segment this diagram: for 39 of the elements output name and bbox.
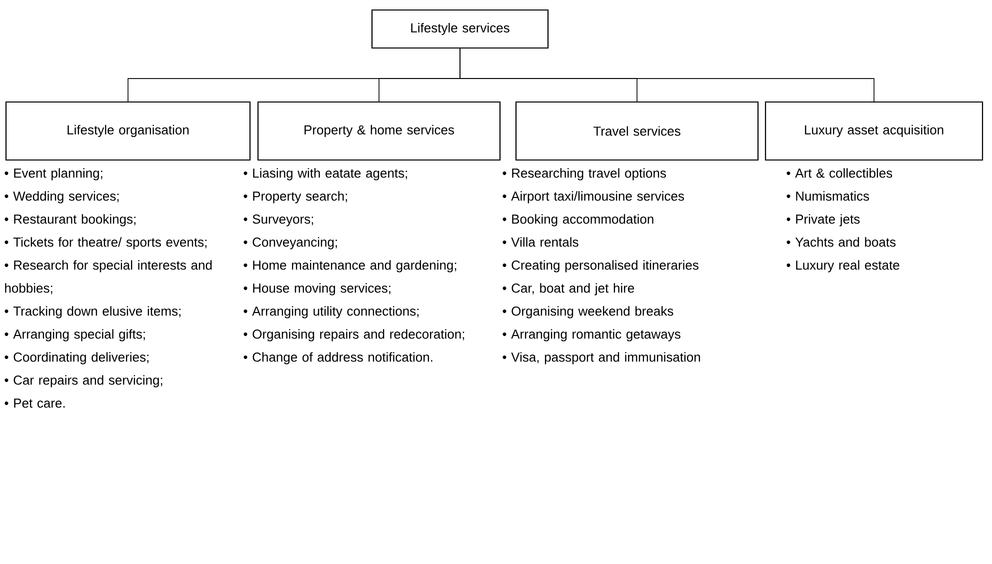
list-item: • Visa, passport and immunisation [502,352,700,364]
list-item: • Home maintenance and gardening; [244,260,456,272]
list-item: • Airport taxi/limousine services [502,191,684,204]
list-item: • Numismatics [786,191,869,201]
category-box: Travel services [515,101,759,161]
list-item: • Tickets for theatre/ sports events; [4,237,206,250]
category-box: Property & home services [257,101,501,161]
category-box: Luxury asset acquisition [764,101,984,161]
list-item: • Research for special interests and hobbies; [4,260,212,294]
list-item: • Property search; [244,191,347,204]
list-item: • Change of address notification. [244,352,432,364]
list-item: • Tracking down elusive items; [4,306,180,318]
category-box: Lifestyle services [371,9,549,49]
list-item: • Arranging romantic getaways [502,329,680,342]
category-box: Lifestyle organisation [5,101,251,161]
list-item: • Yachts and boats [786,237,896,247]
connector-line [460,48,874,102]
list-item: • Car, boat and jet hire [502,283,634,296]
list-item: • Arranging special gifts; [4,329,145,342]
list-item: • Event planning; [4,168,102,180]
list-item: • Arranging utility connections; [244,306,419,318]
list-item: • House moving services; [244,283,390,296]
list-item: • Art & collectibles [786,168,892,178]
list-item: • Wedding services; [4,191,119,204]
list-item: • Creating personalised itineraries [502,260,698,272]
list-item: • Private jets [786,214,860,226]
list-item: • Restaurant bookings; [4,214,136,226]
list-item: • Surveyors; [244,214,314,226]
list-item: • Villa rentals [502,237,578,247]
list-item: • Researching travel options [502,168,666,180]
list-item: • Luxury real estate [786,260,900,272]
list-item: • Liasing with eatate agents; [244,168,407,180]
list-item: • Organising repairs and redecoration; [244,329,464,342]
list-item: • Coordinating deliveries; [4,352,148,364]
list-item: • Car repairs and servicing; [4,375,162,388]
list-item: • Pet care. [4,398,65,408]
list-item: • Conveyancing; [244,237,337,250]
list-item: • Organising weekend breaks [502,306,674,318]
list-item: • Booking accommodation [502,214,654,226]
